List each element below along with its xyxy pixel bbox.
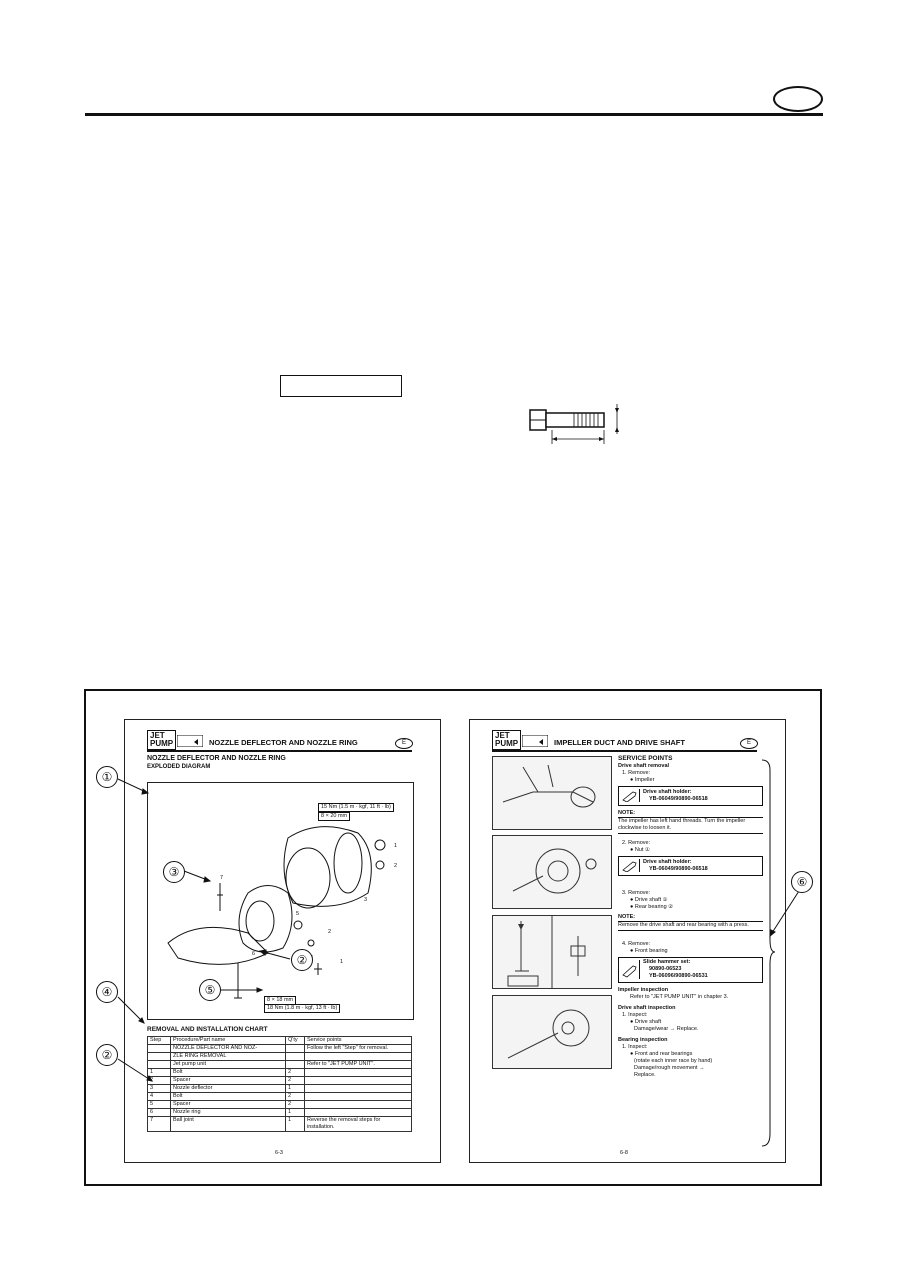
header-line (147, 750, 412, 752)
bearing-inspection-heading: Bearing inspection (618, 1037, 668, 1043)
note-text: The impeller has left hand threads. Turn… (618, 818, 746, 831)
section-brace (761, 759, 776, 1147)
drive-shaft-removal-heading: Drive shaft removal (618, 763, 670, 769)
region-oval (773, 86, 823, 112)
part-label-2: 2 (394, 863, 397, 869)
bolt-spec-top: 8 × 20 mm (318, 812, 351, 821)
region-mark: E (740, 738, 758, 749)
callout-6: ⑥ (791, 871, 813, 893)
tool-box-drive-shaft-holder: Drive shaft holder: YB-06049/90890-06518 (618, 786, 763, 806)
impeller-inspection-text: Refer to "JET PUMP UNIT" in chapter 3. (630, 994, 729, 1000)
part-label-1: 1 (394, 843, 397, 849)
callout-2b: ② (96, 1044, 118, 1066)
note-label: NOTE: (618, 810, 763, 818)
tool-box-drive-shaft-holder-2: Drive shaft holder: YB-06049/90890-06518 (618, 856, 763, 876)
section-title: NOZZLE DEFLECTOR AND NOZZLE RING (209, 738, 358, 747)
header-rule (85, 113, 823, 116)
callout-4: ④ (96, 981, 118, 1003)
impeller-inspection-heading: Impeller inspection (618, 987, 669, 993)
service-points-column: SERVICE POINTS Drive shaft removal 1. Re… (618, 755, 763, 1079)
nut-removal-photo (492, 835, 612, 909)
front-bearing-photo (492, 995, 612, 1069)
page-title: NOZZLE DEFLECTOR AND NOZZLE RING (147, 755, 286, 762)
step-remove-3: 3. Remove: (622, 890, 651, 896)
part-label-3: 3 (364, 897, 367, 903)
callout-3: ③ (163, 861, 185, 883)
wrench-icon (621, 859, 640, 873)
wrench-icon (621, 960, 640, 979)
right-manual-page: JET PUMP IMPELLER DUCT AND DRIVE SHAFT E… (469, 719, 786, 1163)
header-line (492, 750, 757, 752)
service-points-heading: SERVICE POINTS (618, 755, 673, 762)
jet-pump-badge: JET PUMP (492, 730, 522, 750)
note-label-2: NOTE: (618, 914, 763, 922)
callout-5: ⑤ (199, 979, 221, 1001)
drive-shaft-inspection-heading: Drive shaft inspection (618, 1005, 676, 1011)
blank-label-box (280, 375, 402, 397)
torque-spec-top: 15 Nm (1.5 m · kgf, 11 ft · lb) (318, 803, 394, 812)
part-label-6: 6 (252, 951, 255, 957)
removal-installation-chart: Step Procedure/Part name Q'ty Service po… (147, 1036, 412, 1132)
left-manual-page: JET PUMP NOZZLE DEFLECTOR AND NOZZLE RIN… (124, 719, 441, 1163)
step-remove-2-item: ● Nut ① (630, 847, 650, 853)
bolt-dimension-icon (529, 404, 619, 444)
example-frame: JET PUMP NOZZLE DEFLECTOR AND NOZZLE RIN… (84, 689, 822, 1186)
part-label-5: 5 (296, 911, 299, 917)
page-number: 6-8 (620, 1150, 628, 1156)
section-title: IMPELLER DUCT AND DRIVE SHAFT (554, 738, 685, 747)
note-text-2: Remove the drive shaft and rear bearing … (618, 922, 749, 928)
step-remove-4-item: ● Front bearing (630, 948, 668, 954)
page-subtitle: EXPLODED DIAGRAM (147, 764, 211, 770)
part-label-7: 7 (220, 875, 223, 881)
impeller-removal-photo (492, 756, 612, 830)
torque-spec-bottom: 18 Nm (1.8 m · kgf, 13 ft · lb) (264, 1004, 341, 1013)
wrench-icon (621, 789, 640, 803)
chart-header-row: Step Procedure/Part name Q'ty Service po… (147, 1036, 412, 1045)
jet-pump-icon (522, 735, 548, 747)
tool-box-slide-hammer: Slide hammer set: 90890-06523 YB-06096/9… (618, 957, 763, 983)
step-remove-1: 1. Remove: (622, 770, 651, 776)
region-mark: E (395, 738, 413, 749)
callout-leaders (117, 778, 800, 1082)
jet-pump-icon (177, 735, 203, 747)
chart-title: REMOVAL AND INSTALLATION CHART (147, 1026, 268, 1033)
step-remove-3-item-1: ● Drive shaft ① (630, 897, 668, 903)
step-remove-3-item-2: ● Rear bearing ② (630, 904, 674, 910)
callout-2: ② (291, 949, 313, 971)
callout-1: ① (96, 766, 118, 788)
part-label-1b: 1 (340, 959, 343, 965)
page-number: 6-3 (275, 1150, 283, 1156)
step-remove-1-item: ● Impeller (630, 777, 655, 783)
jet-pump-badge: JET PUMP (147, 730, 177, 750)
part-label-2b: 2 (328, 929, 331, 935)
step-remove-2: 2. Remove: (622, 840, 651, 846)
step-remove-4: 4. Remove: (622, 941, 651, 947)
drive-shaft-press-photo (492, 915, 612, 989)
